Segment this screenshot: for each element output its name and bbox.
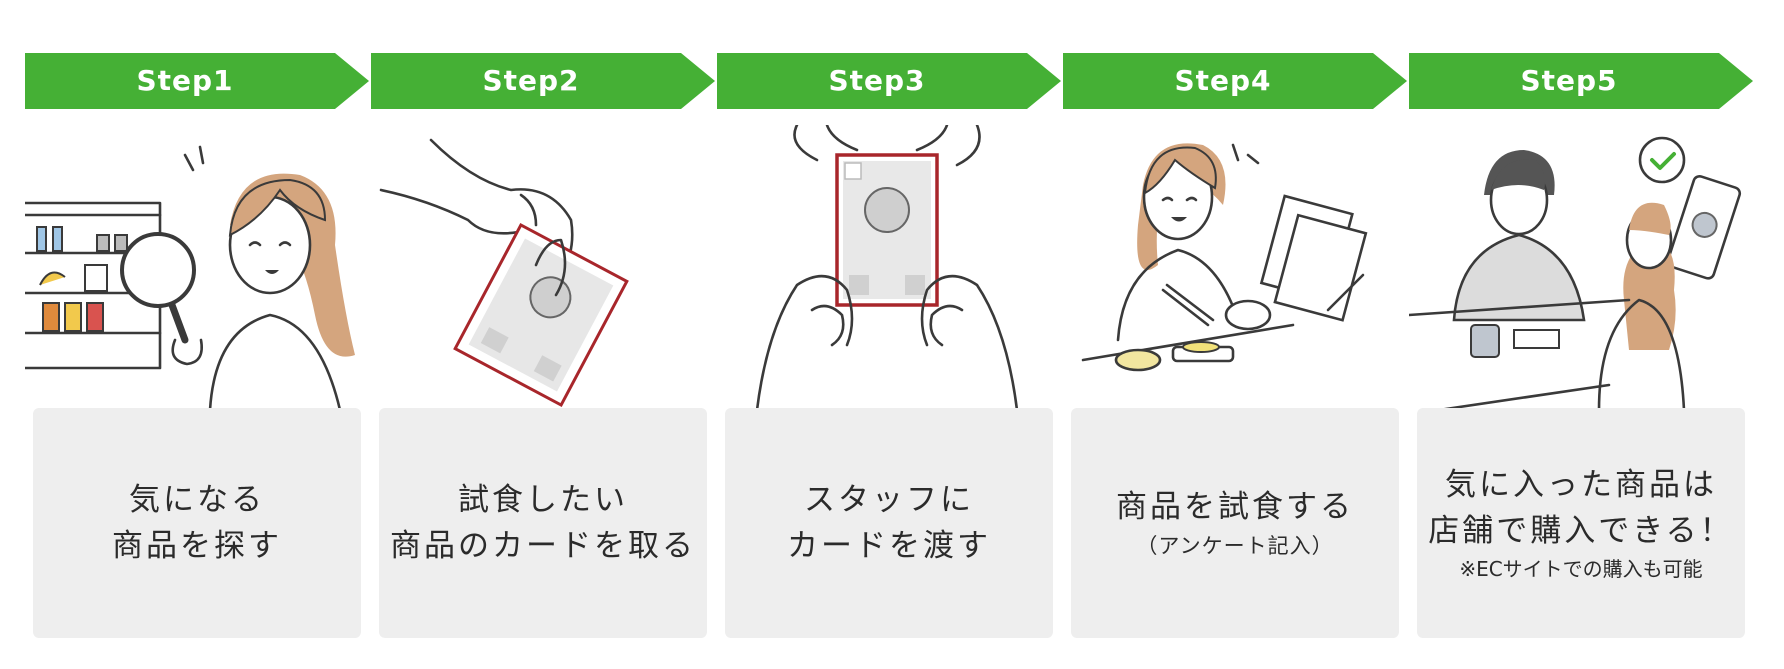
arrow-banner-shape (371, 53, 715, 109)
step-4-label: Step4 (1174, 64, 1272, 97)
hands-holding-card-illustration (717, 123, 1061, 412)
step-5-card: 気に入った商品は 店舗で購入できる！ ※ECサイトでの購入も可能 (1417, 408, 1745, 638)
woman-eating-survey-illustration (1063, 125, 1407, 410)
step-4-subtext: （アンケート記入） (1136, 534, 1334, 558)
step-2-label: Step2 (482, 64, 580, 97)
step-5: Step5 気に入った商品は 店舗で購入できる！ ※ECサイトでの購入も (1407, 0, 1753, 669)
step-3-text-line-2: カードを渡す (787, 528, 991, 564)
step-5-label: Step5 (1520, 64, 1618, 97)
step-1-label: Step1 (136, 64, 234, 97)
arrow-banner-shape (717, 53, 1061, 109)
step-3: Step3 スタッフに カードを渡す (717, 0, 1061, 669)
step-2-text-line-2: 商品のカードを取る (390, 528, 696, 564)
step-2-text-line-1: 試食したい (458, 482, 628, 518)
step-2-card: 試食したい 商品のカードを取る (379, 408, 707, 638)
step-1-text-line-1: 気になる (129, 482, 265, 518)
step-4: Step4 商品を試食する （アンケー (1063, 0, 1407, 669)
step-1: Step1 (18, 0, 369, 669)
step-3-banner: Step3 (717, 53, 1061, 109)
purchase-at-store-illustration (1407, 125, 1753, 412)
arrow-banner-shape (25, 53, 369, 109)
step-2-banner: Step2 (371, 53, 715, 109)
step-1-text-line-2: 商品を探す (112, 528, 282, 564)
woman-magnifier-shelf-illustration (18, 125, 369, 412)
step-4-text-line-1: 商品を試食する (1116, 489, 1354, 525)
step-4-banner: Step4 (1063, 53, 1407, 109)
step-3-label: Step3 (828, 64, 926, 97)
step-2: Step2 試食したい 商品のカードを取る (371, 0, 715, 669)
step-1-banner: Step1 (25, 53, 369, 109)
step-5-text-line-1: 気に入った商品は (1445, 467, 1717, 503)
hand-picking-card-illustration (371, 125, 715, 410)
step-5-text-line-2: 店舗で購入できる！ (1428, 513, 1734, 549)
step-5-banner: Step5 (1409, 53, 1753, 109)
step-3-text-line-1: スタッフに (804, 482, 974, 518)
arrow-banner-shape (1409, 53, 1753, 109)
step-1-card: 気になる 商品を探す (33, 408, 361, 638)
step-5-note: ※ECサイトでの購入も可能 (1459, 557, 1703, 581)
step-3-card: スタッフに カードを渡す (725, 408, 1053, 638)
arrow-banner-shape (1063, 53, 1407, 109)
step-4-card: 商品を試食する （アンケート記入） (1071, 408, 1399, 638)
